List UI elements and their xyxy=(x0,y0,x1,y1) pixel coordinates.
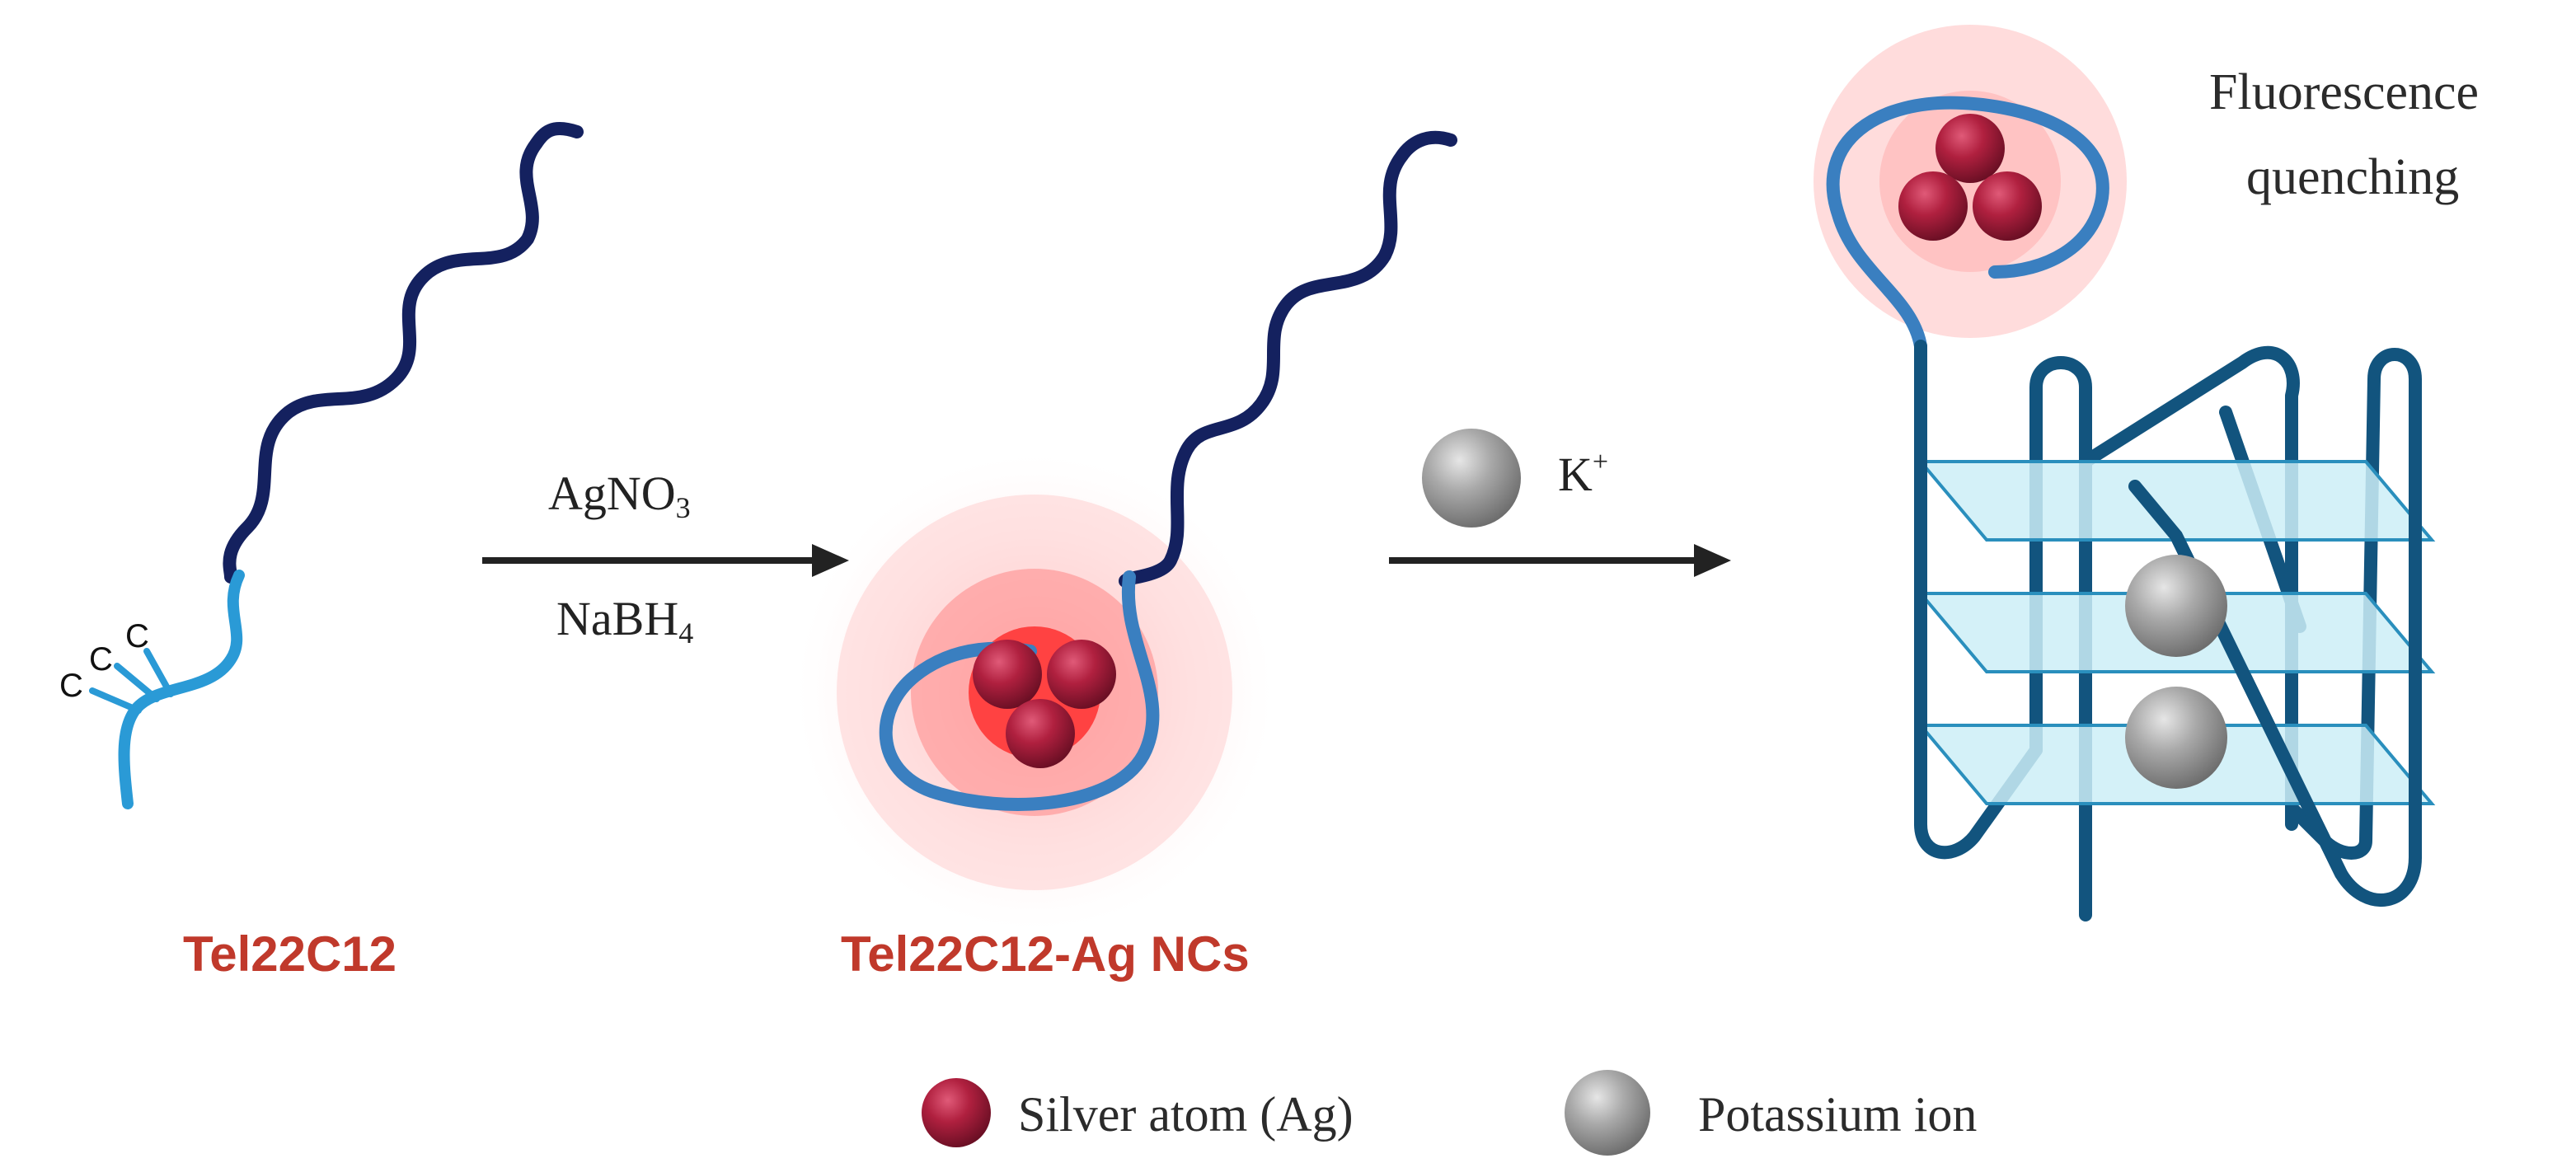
g-tetrad-plate xyxy=(1917,460,2436,542)
tel22c12-ag-ncs: Tel22C12-Ag NCs xyxy=(795,130,1457,982)
reagent-k-plus: K+ xyxy=(1558,447,1608,501)
base-c-3: C xyxy=(125,618,149,654)
fluorescence-quenching-line1: Fluorescence xyxy=(2209,64,2479,120)
dna-dark-segment xyxy=(223,122,584,584)
g-quadruplex-structure: Fluorescence quenching xyxy=(1814,25,2479,921)
reaction-arrow-2: K+ xyxy=(1389,429,1731,577)
silver-atom xyxy=(1047,640,1116,709)
reaction-arrow-1: AgNO3 NaBH4 xyxy=(482,467,849,649)
base-c-1: C xyxy=(59,668,83,704)
silver-atom xyxy=(1936,114,2005,183)
fluorescence-quenching-line2: quenching xyxy=(2246,149,2459,205)
silver-atom xyxy=(1898,171,1968,241)
legend-potassium-icon xyxy=(1565,1070,1650,1156)
dna-light-segment xyxy=(118,570,245,809)
legend-silver-label: Silver atom (Ag) xyxy=(1018,1087,1354,1142)
potassium-ion-bound xyxy=(2125,687,2227,789)
reagent-nabh4: NaBH4 xyxy=(556,592,693,649)
tel22c12-label: Tel22C12 xyxy=(183,926,396,982)
legend-potassium-label: Potassium ion xyxy=(1698,1087,1977,1142)
reagent-agno3: AgNO3 xyxy=(548,467,691,524)
tel22c12-strand: C C C Tel22C12 xyxy=(59,122,584,982)
silver-cluster xyxy=(973,640,1116,768)
silver-atom xyxy=(973,640,1042,709)
cytosine-branches xyxy=(89,648,174,714)
tel22c12-ag-ncs-label: Tel22C12-Ag NCs xyxy=(841,926,1250,982)
silver-atom xyxy=(1006,699,1075,768)
cytosine-labels: C C C xyxy=(59,618,149,704)
dna-loop-segment xyxy=(879,570,1160,811)
base-c-2: C xyxy=(89,641,113,678)
legend-silver-icon xyxy=(922,1078,991,1147)
silver-cluster-quenched xyxy=(1898,114,2042,241)
dna-dark-segment-2 xyxy=(1119,130,1457,588)
potassium-ion-bound xyxy=(2125,555,2227,657)
silver-atom xyxy=(1973,171,2042,241)
quadruplex-front-strands xyxy=(1914,455,2422,880)
legend: Silver atom (Ag) Potassium ion xyxy=(922,1070,1977,1156)
dna-loop-top xyxy=(1826,96,2109,353)
potassium-reagent-sphere xyxy=(1422,429,1521,528)
